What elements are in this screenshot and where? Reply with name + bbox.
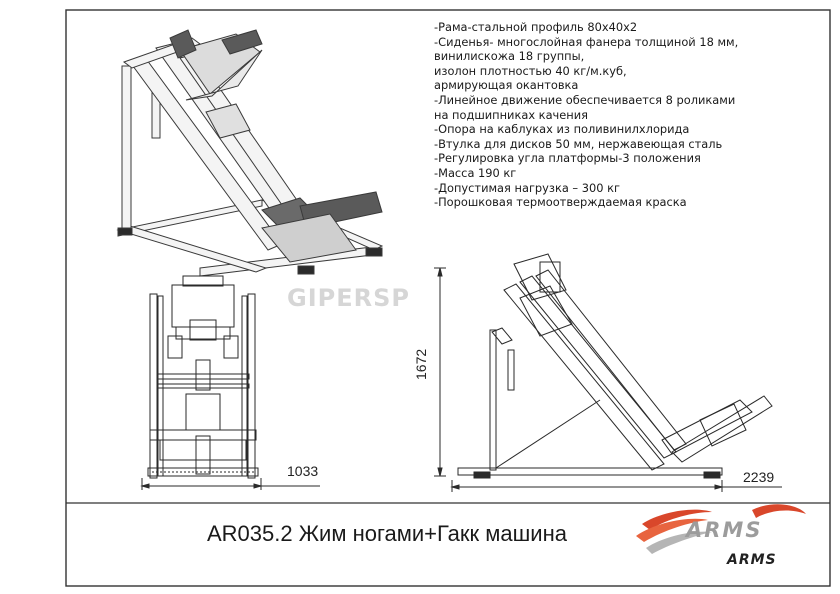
spec-item: -Рама-стальной профиль 80х40х2 bbox=[434, 20, 638, 34]
side-view-drawing bbox=[434, 253, 782, 492]
brand-logo-text: ARMS bbox=[686, 518, 763, 542]
machine-3d-render bbox=[116, 29, 384, 277]
spec-item: изолон плотностью 40 кг/м.куб, bbox=[434, 63, 627, 78]
drawing-title: AR035.2 Жим ногами+Гакк машина bbox=[207, 521, 567, 546]
watermark-text: GIPERSP bbox=[287, 284, 410, 312]
spec-item: -Допустимая нагрузка – 300 кг bbox=[434, 180, 620, 195]
spec-item: -Опора на каблуках из поливинилхлорида bbox=[434, 122, 690, 137]
spec-list: -Рама-стальной профиль 80х40х2 -Сиденья-… bbox=[434, 20, 834, 210]
sheet-border bbox=[65, 9, 831, 587]
brand-name: ARMS bbox=[727, 552, 777, 568]
spec-item: на подшипниках качения bbox=[434, 107, 588, 122]
spec-item: -Порошковая термоотверждаемая краска bbox=[434, 195, 687, 210]
arms-logo-mark bbox=[636, 504, 806, 554]
dimension-width-label: 1033 bbox=[287, 463, 319, 479]
front-view-drawing bbox=[140, 275, 320, 490]
spec-item: армирующая окантовка bbox=[434, 78, 579, 93]
spec-item: -Втулка для дисков 50 мм, нержавеющая ст… bbox=[434, 136, 723, 151]
spec-item: -Линейное движение обеспечивается 8 роли… bbox=[434, 92, 736, 107]
spec-item: -Регулировка угла платформы-3 положения bbox=[434, 151, 701, 166]
dimension-height-label: 1672 bbox=[413, 348, 429, 380]
spec-item: винилискожа 18 группы, bbox=[434, 49, 585, 64]
spec-item: -Масса 190 кг bbox=[434, 165, 517, 180]
spec-item: -Сиденья- многослойная фанера толщиной 1… bbox=[434, 34, 739, 49]
dimension-length-label: 2239 bbox=[743, 469, 775, 485]
